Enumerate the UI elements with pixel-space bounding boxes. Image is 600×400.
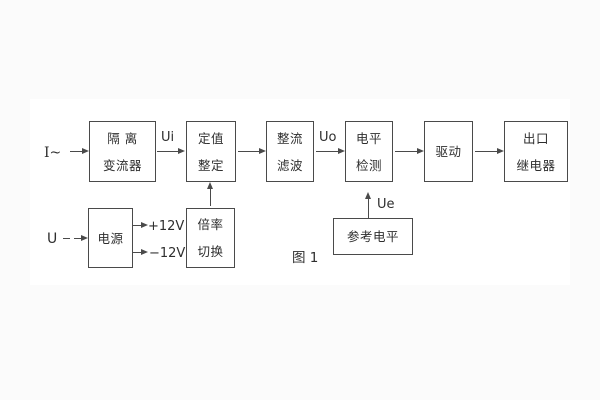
block-label: 电平 [355, 130, 382, 146]
block-output-relay: 出口 继电器 [504, 121, 568, 182]
block-label: 继电器 [516, 157, 556, 173]
block-setting-adjustment: 定值 整定 [186, 121, 236, 182]
block-rectify-filter: 整流 滤波 [266, 121, 314, 182]
arrow-right-icon [132, 248, 148, 257]
input-current-label: I~ [44, 145, 62, 161]
block-isolation-transformer: 隔 离 变流器 [89, 121, 156, 182]
block-drive: 驱动 [424, 121, 473, 182]
arrow-right-icon [157, 147, 185, 156]
arrow-right-icon [238, 147, 266, 156]
block-label: 滤波 [276, 157, 303, 173]
block-reference-level: 参考电平 [333, 218, 413, 255]
block-label: 切换 [197, 244, 224, 259]
block-label: 隔 离 [107, 130, 138, 146]
rail-positive-label: +12V [148, 219, 185, 234]
figure-caption: 图 1 [292, 250, 319, 266]
arrow-right-icon [395, 147, 424, 156]
arrow-up-icon [364, 192, 373, 218]
signal-ui-label: Ui [161, 130, 175, 145]
block-label: 出口 [522, 130, 549, 146]
rail-negative-label: −12V [149, 246, 186, 261]
arrow-right-icon [475, 147, 504, 156]
block-label: 变流器 [102, 157, 142, 173]
block-label: 电源 [97, 230, 124, 246]
block-label: 检测 [355, 157, 382, 173]
arrow-right-icon [74, 234, 88, 243]
block-level-detection: 电平 检测 [345, 121, 393, 182]
arrow-right-icon [316, 147, 345, 156]
block-label: 定值 [197, 130, 224, 146]
block-ratio-switch: 倍率 切换 [186, 208, 235, 268]
arrow-up-icon [206, 182, 215, 206]
block-label: 参考电平 [346, 229, 399, 244]
block-label: 整定 [197, 157, 224, 173]
input-voltage-label: U [47, 231, 58, 247]
block-label: 整流 [276, 130, 303, 146]
signal-uo-label: Uo [319, 130, 337, 145]
arrow-right-icon [70, 147, 89, 156]
block-power-supply: 电源 [88, 208, 133, 268]
block-label: 驱动 [435, 144, 462, 159]
dash-segment [63, 238, 70, 240]
arrow-right-icon [132, 221, 148, 230]
signal-ue-label: Ue [377, 197, 395, 212]
block-label: 倍率 [197, 217, 224, 232]
